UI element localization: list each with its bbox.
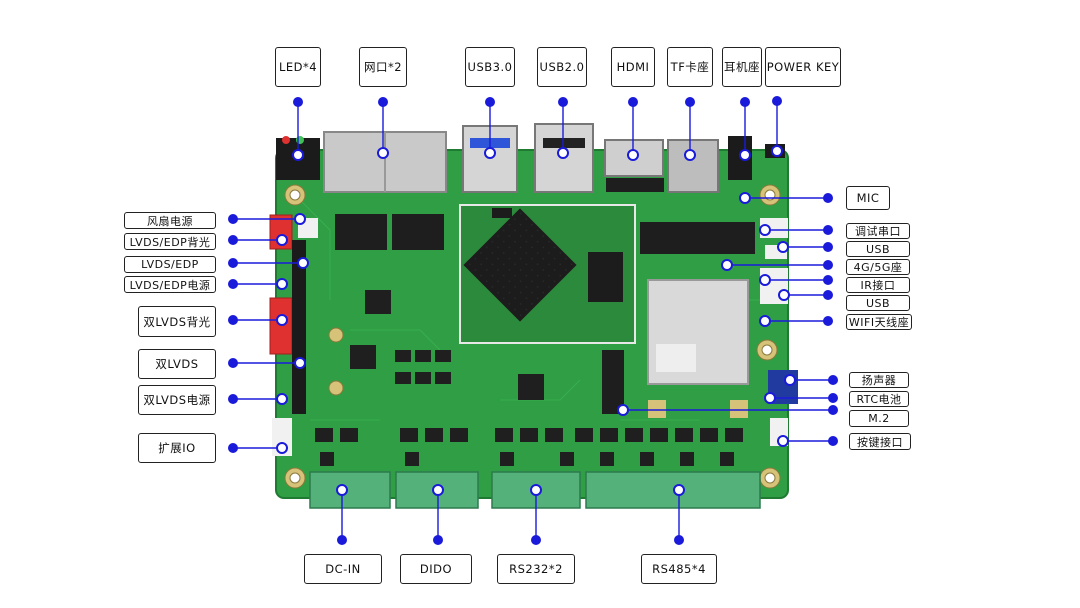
label-led: LED*4 (275, 47, 321, 87)
leader-dots (228, 96, 838, 545)
label-usb2: USB2.0 (537, 47, 587, 87)
label-usb-b: USB (846, 295, 910, 311)
label-dual-lvds: 双LVDS (138, 349, 216, 379)
label-rs485: RS485*4 (641, 554, 717, 584)
label-4g-5g-slot: 4G/5G座 (846, 259, 910, 275)
component-rows (315, 428, 743, 466)
label-hdmi: HDMI (611, 47, 655, 87)
pin-header (292, 240, 306, 414)
label-rs232: RS232*2 (497, 554, 575, 584)
label-lvds-edp-backlight: LVDS/EDP背光 (124, 233, 216, 250)
label-expansion-io: 扩展IO (138, 433, 216, 463)
memory-chip (588, 252, 623, 302)
label-m2: M.2 (849, 410, 909, 427)
leader-lines (233, 101, 833, 540)
label-dido: DIDO (400, 554, 472, 584)
label-debug-uart: 调试串口 (846, 223, 910, 239)
label-dc-in: DC-IN (304, 554, 382, 584)
power-components (350, 290, 544, 400)
label-audio-jack: 耳机座 (722, 47, 762, 87)
label-tf-slot: TF卡座 (667, 47, 713, 87)
label-lvds-edp-power: LVDS/EDP电源 (124, 276, 216, 293)
mounting-holes (284, 184, 781, 489)
tf-slot (667, 139, 719, 193)
lte-module (647, 279, 749, 385)
label-mic: MIC (846, 186, 890, 210)
label-dual-lvds-power: 双LVDS电源 (138, 385, 216, 415)
label-button-port: 按键接口 (849, 433, 911, 450)
label-fan-power: 风扇电源 (124, 212, 216, 229)
label-rtc-battery: RTC电池 (849, 391, 909, 407)
label-ir-port: IR接口 (846, 277, 910, 293)
label-dual-lvds-backlight: 双LVDS背光 (138, 306, 216, 337)
label-wifi-antenna: WIFI天线座 (846, 314, 912, 330)
label-power-key: POWER KEY (765, 47, 841, 87)
label-usb3: USB3.0 (465, 47, 515, 87)
m2-slot (640, 222, 755, 254)
label-speaker: 扬声器 (849, 372, 909, 388)
label-usb-a: USB (846, 241, 910, 257)
label-ethernet: 网口*2 (359, 47, 407, 87)
target-markers (276, 145, 796, 496)
label-lvds-edp: LVDS/EDP (124, 256, 216, 273)
